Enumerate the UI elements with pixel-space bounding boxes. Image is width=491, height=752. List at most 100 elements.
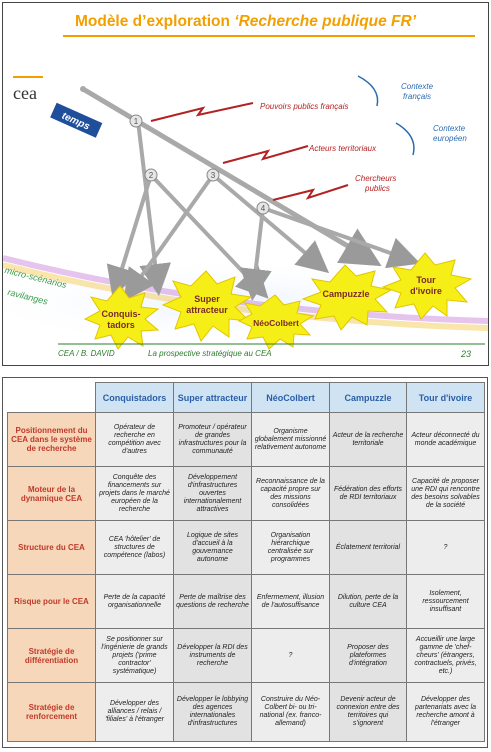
context-label-1b: français xyxy=(403,92,431,101)
burst-campuzzle: Campuzzle xyxy=(301,264,393,331)
burst-neocolbert: NéoColbert xyxy=(237,294,315,350)
time-arrow xyxy=(81,86,382,267)
branch-4 xyxy=(123,173,215,302)
table-cell: Dilution, perte de la culture CEA xyxy=(329,574,407,629)
burst-super-attracteur: Super attracteur xyxy=(161,270,253,342)
scenario-slide: Modèle d’exploration ‘Recherche publique… xyxy=(2,2,489,366)
branch-6 xyxy=(239,207,272,301)
actor-arrow-2 xyxy=(222,145,309,164)
table-cell: Fédération des efforts de RDI territoria… xyxy=(329,466,407,521)
scenario-table: Conquistadors Super attracteur NéoColber… xyxy=(7,382,485,742)
actor-arrow-1 xyxy=(150,102,254,122)
branch-7 xyxy=(262,206,421,269)
table-cell: Développer le lobbying des agences inter… xyxy=(173,682,252,742)
branch-2 xyxy=(106,174,153,299)
col-header: Conquistadors xyxy=(95,382,174,413)
burst-conquistadors: Conquis- tadors xyxy=(83,285,160,350)
table-cell: Développer des partenariats avec la rech… xyxy=(406,682,485,742)
context-label-1a: Contexte xyxy=(401,82,434,91)
table-cell: Construire du Néo-Colbert bi- ou tri-nat… xyxy=(251,682,330,742)
table-cell: Acteur déconnecté du monde académique xyxy=(406,412,485,467)
context-arc-2 xyxy=(395,122,415,156)
table-cell: Devenir acteur de connexion entre des te… xyxy=(329,682,407,742)
cea-logo: cea xyxy=(13,83,37,103)
svg-text:3: 3 xyxy=(211,171,216,180)
svg-text:tadors: tadors xyxy=(107,320,135,330)
table-cell: Développer des alliances / relais / 'fil… xyxy=(95,682,174,742)
actor-label-territoriaux: Acteurs territoriaux xyxy=(308,144,377,153)
exploration-diagram: temps 1 2 3 4 Pouvoirs publics français … xyxy=(3,75,488,350)
col-header: Tour d'ivoire xyxy=(406,382,485,413)
footer-author: CEA / B. DAVID xyxy=(58,349,115,358)
table-cell: Perte de maîtrise des questions de reche… xyxy=(173,574,252,629)
table-cell: Accueillir une large gamme de 'chef-cheu… xyxy=(406,628,485,683)
table-cell: Reconnaissance de la capacité propre sur… xyxy=(251,466,330,521)
table-cell: Opérateur de recherche en compétition av… xyxy=(95,412,174,467)
node-1: 1 xyxy=(129,114,143,128)
table-header-row: Conquistadors Super attracteur NéoColber… xyxy=(7,382,485,413)
table-cell: Se positionner sur l'ingénierie de grand… xyxy=(95,628,174,683)
table-cell: Proposer des plateformes d'intégration xyxy=(329,628,407,683)
table-row: Stratégie de renforcement Développer des… xyxy=(7,682,485,742)
col-header: Campuzzle xyxy=(329,382,407,413)
table-row: Stratégie de différentiation Se position… xyxy=(7,628,485,683)
svg-text:Campuzzle: Campuzzle xyxy=(322,289,369,299)
actor-label-publics: publics xyxy=(364,184,390,193)
burst-tour-divoire: Tour d'ivoire xyxy=(381,252,473,320)
table-cell: Acteur de la recherche territoriale xyxy=(329,412,407,467)
row-header: Stratégie de renforcement xyxy=(7,682,96,742)
actor-label-pouvoirs: Pouvoirs publics français xyxy=(260,102,348,111)
title-italic: ‘Recherche publique FR’ xyxy=(234,13,417,30)
rainbow-band-yellow xyxy=(3,262,488,331)
svg-text:attracteur: attracteur xyxy=(186,305,228,315)
table-cell: Logique de sites d'accueil à la gouverna… xyxy=(173,520,252,575)
node-2: 2 xyxy=(144,168,158,182)
svg-text:d'ivoire: d'ivoire xyxy=(410,286,442,296)
table-cell: Éclatement territorial xyxy=(329,520,407,575)
table-row: Moteur de la dynamique CEA Conquête des … xyxy=(7,466,485,521)
svg-text:NéoColbert: NéoColbert xyxy=(253,318,299,328)
table-cell: Promoteur / opérateur de grandes infrast… xyxy=(173,412,252,467)
title-rule xyxy=(63,35,475,37)
table-cell: Enfermement, illusion de l'autosuffisanc… xyxy=(251,574,330,629)
branch-5 xyxy=(211,173,330,274)
row-header: Moteur de la dynamique CEA xyxy=(7,466,96,521)
table-row: Risque pour le CEA Perte de la capacité … xyxy=(7,574,485,629)
row-header: Risque pour le CEA xyxy=(7,574,96,629)
svg-text:Super: Super xyxy=(194,294,220,304)
logo-bar xyxy=(13,76,43,78)
table-cell: Développement d'infrastructures ouvertes… xyxy=(173,466,252,521)
actor-label-chercheurs: Chercheurs xyxy=(355,174,396,183)
row-header: Structure du CEA xyxy=(7,520,96,575)
table-cell: Isolement, ressourcement insuffisant xyxy=(406,574,485,629)
table-cell: ? xyxy=(406,520,485,575)
footer-subtitle: La prospective stratégique au CEA xyxy=(148,349,272,358)
time-origin xyxy=(80,86,86,92)
actor-arrow-3 xyxy=(272,184,349,201)
table-cell: Capacité de proposer une RDI qui rencont… xyxy=(406,466,485,521)
svg-text:4: 4 xyxy=(261,204,266,213)
svg-text:1: 1 xyxy=(134,117,139,126)
table-cell: ? xyxy=(251,628,330,683)
table-corner xyxy=(7,382,96,413)
footer-page-number: 23 xyxy=(461,349,472,359)
node-4: 4 xyxy=(256,201,270,215)
scenario-table-box: Conquistadors Super attracteur NéoColber… xyxy=(2,377,488,748)
table-cell: Conquête des financements sur projets da… xyxy=(95,466,174,521)
temps-label: temps xyxy=(50,102,103,138)
row-header: Positionnement du CEA dans le système de… xyxy=(7,412,96,467)
table-cell: Organisme globalement missionné relative… xyxy=(251,412,330,467)
context-label-2a: Contexte xyxy=(433,124,466,133)
table-cell: Développer la RDI des instruments de rec… xyxy=(173,628,252,683)
table-cell: Perte de la capacité organisationnelle xyxy=(95,574,174,629)
svg-text:Tour: Tour xyxy=(416,275,436,285)
node-3: 3 xyxy=(206,168,220,182)
svg-text:Conquis-: Conquis- xyxy=(102,309,141,319)
context-label-2b: européen xyxy=(433,134,467,143)
table-row: Positionnement du CEA dans le système de… xyxy=(7,412,485,467)
rainbow-band-violet xyxy=(3,255,488,324)
col-header: NéoColbert xyxy=(251,382,330,413)
table-row: Structure du CEA CEA 'hôtelier' de struc… xyxy=(7,520,485,575)
slide-title: Modèle d’exploration ‘Recherche publique… xyxy=(3,13,488,31)
title-plain: Modèle d’exploration xyxy=(74,13,235,30)
